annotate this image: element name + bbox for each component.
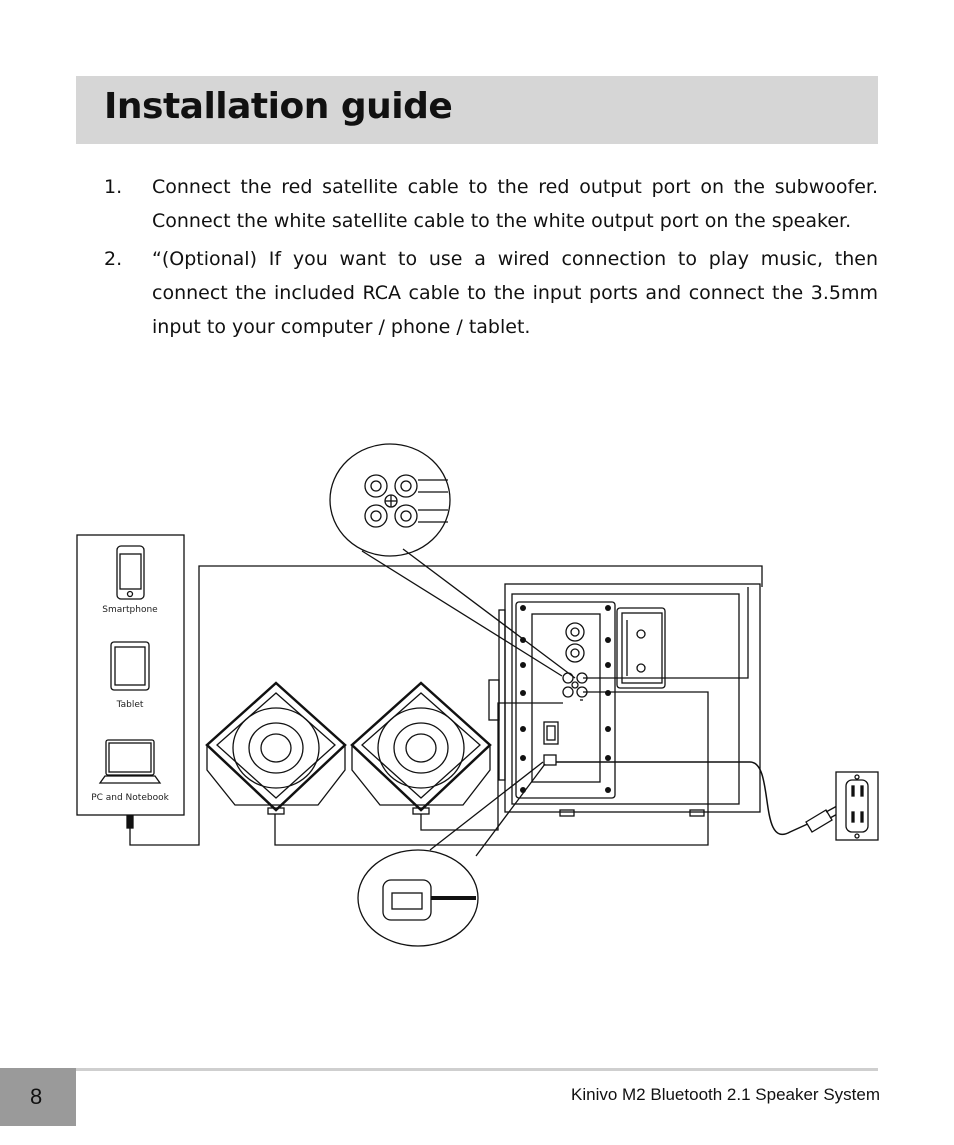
page-number: 8: [30, 1084, 43, 1109]
instruction-step: 1. Connect the red satellite cable to th…: [104, 170, 878, 238]
device-label-smartphone: Smartphone: [102, 605, 158, 615]
footer-rule: [76, 1068, 878, 1071]
device-label-tablet: Tablet: [116, 700, 144, 710]
smartphone-icon: [116, 545, 145, 600]
satellite-speaker-right: [350, 681, 492, 815]
instruction-step: 2. “(Optional) If you want to use a wire…: [104, 242, 878, 344]
rca-port-zoom-callout: [329, 443, 451, 557]
page-title: Installation guide: [104, 86, 453, 127]
instruction-list: 1. Connect the red satellite cable to th…: [104, 170, 878, 348]
step-number: 2.: [104, 248, 123, 270]
satellite-speaker-left: [205, 681, 347, 815]
connection-diagram: Smartphone Tablet PC and Notebook: [76, 443, 879, 947]
tablet-icon: [110, 641, 150, 691]
wall-outlet-icon: [835, 771, 879, 841]
footer-product-name: Kinivo M2 Bluetooth 2.1 Speaker System: [571, 1085, 880, 1104]
step-text: “(Optional) If you want to use a wired c…: [152, 248, 878, 338]
laptop-icon: [98, 739, 162, 784]
page-number-box: 8: [0, 1068, 76, 1126]
power-switch-zoom-callout: [357, 849, 479, 947]
device-label-pc: PC and Notebook: [91, 793, 169, 803]
subwoofer: [488, 583, 761, 817]
step-text: Connect the red satellite cable to the r…: [152, 176, 878, 232]
title-bar: Installation guide: [76, 76, 878, 144]
device-panel: [76, 534, 763, 846]
step-number: 1.: [104, 176, 123, 198]
